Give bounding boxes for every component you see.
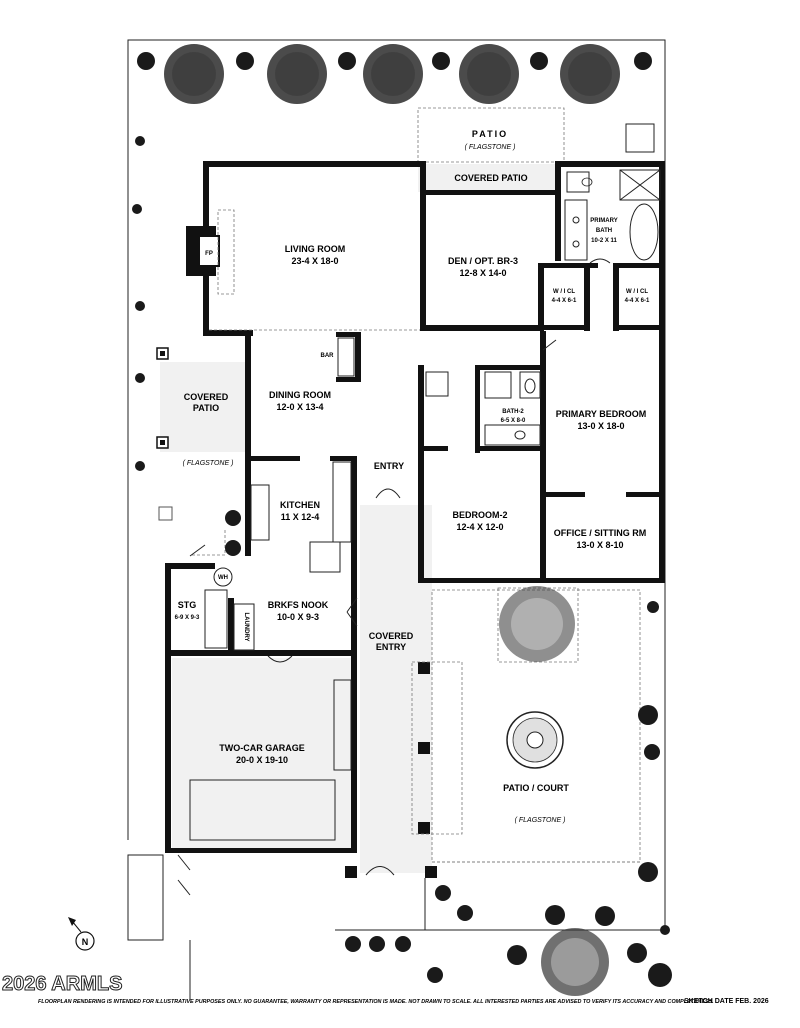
shrub-icon <box>507 945 527 965</box>
shrub-icon <box>644 744 660 760</box>
wic-right-label: W / I CL <box>626 289 648 295</box>
tree-icon <box>560 44 620 104</box>
primary-bath-label-2: BATH <box>596 228 612 234</box>
shrub-icon <box>530 52 548 70</box>
shrub-icon <box>137 52 155 70</box>
courtyard-features <box>225 510 672 996</box>
shrub-icon <box>634 52 652 70</box>
tree-icon <box>164 44 224 104</box>
primary-bath-dims: 10-2 X 11 <box>591 238 617 244</box>
covered-patio-left-note: ( FLAGSTONE ) <box>183 460 234 467</box>
tree-icon <box>363 44 423 104</box>
tree-icon <box>499 586 575 662</box>
patio-label: PATIO <box>472 129 508 139</box>
shrub-icon <box>648 963 672 987</box>
brkfs-nook-dims: 10-0 X 9-3 <box>277 612 319 622</box>
shrub-icon <box>135 136 145 146</box>
tree-icon <box>459 44 519 104</box>
shrub-icon <box>132 204 142 214</box>
living-room-label: LIVING ROOM <box>285 244 346 254</box>
brkfs-nook-label: BRKFS NOOK <box>268 600 329 610</box>
water-heater-label: WH <box>218 575 228 581</box>
sketch-date: SKETCH DATE FEB. 2026 <box>684 998 769 1005</box>
wic-left-dims: 4-4 X 6-1 <box>552 298 577 304</box>
entry-label: ENTRY <box>374 461 404 471</box>
shrub-icon <box>135 373 145 383</box>
shrub-icon <box>135 461 145 471</box>
living-room-dims: 23-4 X 18-0 <box>291 256 338 266</box>
shrub-icon <box>135 301 145 311</box>
doors <box>177 258 611 896</box>
shrub-icon <box>338 52 356 70</box>
garage-dims: 20-0 X 19-10 <box>236 755 288 765</box>
shrub-icon <box>627 943 647 963</box>
covered-patio-left-label-2: PATIO <box>193 403 219 413</box>
patio-note: ( FLAGSTONE ) <box>465 144 516 151</box>
tree-icon <box>541 928 609 996</box>
wic-right-dims: 4-4 X 6-1 <box>625 298 650 304</box>
patio-court-label: PATIO / COURT <box>503 783 569 793</box>
shrub-icon <box>225 540 241 556</box>
north-arrow-icon <box>68 917 76 926</box>
garage-label: TWO-CAR GARAGE <box>219 743 305 753</box>
covered-patio-left-label-1: COVERED <box>184 392 229 402</box>
shrub-icon <box>595 906 615 926</box>
bedroom2-dims: 12-4 X 12-0 <box>456 522 503 532</box>
covered-entry-label-2: ENTRY <box>376 642 406 652</box>
shrub-icon <box>432 52 450 70</box>
storage-dims: 6-9 X 9-3 <box>175 615 200 621</box>
shrub-icon <box>545 905 565 925</box>
shrub-icon <box>638 862 658 882</box>
primary-bedroom-dims: 13-0 X 18-0 <box>577 421 624 431</box>
shrub-icon <box>647 601 659 613</box>
storage-label: STG <box>178 600 197 610</box>
laundry-label: LAUNDRY <box>243 612 249 641</box>
shrub-icon <box>345 936 361 952</box>
primary-bath-label-1: PRIMARY <box>590 218 617 224</box>
kitchen-label: KITCHEN <box>280 500 320 510</box>
shrub-icon <box>638 705 658 725</box>
wic-left-label: W / I CL <box>553 289 575 295</box>
office-dims: 13-0 X 8-10 <box>576 540 623 550</box>
covered-entry-label-1: COVERED <box>369 631 414 641</box>
top-landscaping <box>132 44 652 471</box>
shrub-icon <box>427 967 443 983</box>
shrub-icon <box>225 510 241 526</box>
compass-label: N <box>82 937 89 947</box>
north-compass: N <box>68 917 95 951</box>
bath2-label: BATH-2 <box>502 409 524 415</box>
shrub-icon <box>660 925 670 935</box>
bath2-dims: 6-5 X 8-0 <box>501 418 526 424</box>
fixtures <box>127 169 665 1000</box>
walls <box>156 161 665 878</box>
fireplace-label: FP <box>205 251 213 257</box>
den-dims: 12-8 X 14-0 <box>459 268 506 278</box>
rear-patio <box>417 107 655 163</box>
shrub-icon <box>236 52 254 70</box>
room-labels: PATIO ( FLAGSTONE ) COVERED PATIO LIVING… <box>175 129 650 824</box>
dining-room-label: DINING ROOM <box>269 390 331 400</box>
kitchen-dims: 11 X 12-4 <box>281 512 320 522</box>
fountain-icon <box>506 711 564 769</box>
brand-watermark: 2026 ARMLS <box>2 973 122 995</box>
den-label: DEN / OPT. BR-3 <box>448 256 518 266</box>
footer: 2026 ARMLS FLOORPLAN RENDERING IS INTEND… <box>2 973 769 1006</box>
shrub-icon <box>369 936 385 952</box>
disclaimer: FLOORPLAN RENDERING IS INTENDED FOR ILLU… <box>38 999 714 1005</box>
shrub-icon <box>395 936 411 952</box>
covered-patio-top-label: COVERED PATIO <box>454 173 527 183</box>
office-label: OFFICE / SITTING RM <box>554 528 647 538</box>
tree-icon <box>267 44 327 104</box>
floor-shading <box>160 164 558 873</box>
shrub-icon <box>457 905 473 921</box>
primary-bedroom-label: PRIMARY BEDROOM <box>556 409 647 419</box>
shrub-icon <box>435 885 451 901</box>
bedroom2-label: BEDROOM-2 <box>452 510 507 520</box>
dining-room-dims: 12-0 X 13-4 <box>276 402 323 412</box>
bar-label: BAR <box>321 353 335 359</box>
patio-court-note: ( FLAGSTONE ) <box>515 817 566 824</box>
